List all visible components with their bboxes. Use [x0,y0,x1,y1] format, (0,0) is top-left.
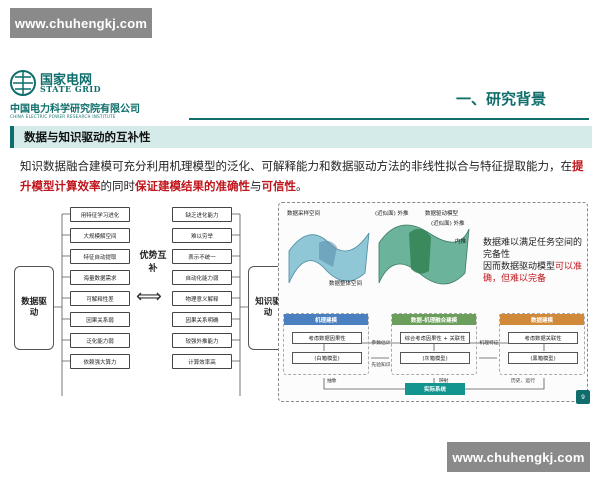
label-inner: 内推 [455,239,467,245]
logo-en: STATE GRID [40,84,102,94]
label-prior-know: 先验知识 [371,363,391,368]
label-data-sample-space: 数据采样空间 [287,211,321,217]
modeling-framework-panel: 数据采样空间 数据整体空间 (近似面) 外推 数据驱动模型 (近似面) 外推 内… [278,202,588,402]
data-driven-features: 用特征学习进化大规模解空间特征自动提取海量数据需求可解释性差因果关系弱泛化能力弱… [70,207,130,375]
watermark-bottom: www.chuhengkj.com [447,442,590,472]
knowledge-driven-features: 缺乏进化能力难以穷举表示不统一自动化能力弱物理意义解释因果关系明确较强外推能力计… [172,207,232,375]
subtitle: 数据与知识驱动的互补性 [24,130,151,144]
double-arrow-icon: ⟺ [136,286,162,307]
body-emphasis-1: 提升模型计算效率 [20,159,584,193]
watermark-top: www.chuhengkj.com [10,8,152,38]
body-text-1: 知识数据融合建模可充分利用机理模型的泛化、可解释能力和数据驱动方法的非线性拟合与… [20,159,572,173]
note-red: 可以准确，但难以完备 [483,262,583,284]
advantage-label: 优势互补 [139,251,167,274]
body-emphasis-2: 保证建模结果的准确性 [135,179,250,193]
knowledge-item: 自动化能力弱 [172,270,232,285]
data-item: 可解释性差 [70,291,130,306]
org-name-en: CHINA ELECTRIC POWER RESEARCH INSTITUTE [10,114,116,119]
body-paragraph: 知识数据融合建模可充分利用机理模型的泛化、可解释能力和数据驱动方法的非线性拟合与… [20,156,586,196]
label-data-driven-model: 数据驱动模型 [425,211,459,217]
knowledge-item: 难以穷举 [172,228,232,243]
knowledge-item: 缺乏进化能力 [172,207,232,222]
mech-modeling-title: 机理建模 [284,314,368,325]
label-param-est: 参数估计 [371,341,391,346]
label-approx-surface: (近似面) 外推 [375,211,409,217]
surface-illustrations [288,224,545,390]
data-item: 依赖强大算力 [70,354,130,369]
knowledge-item: 较强外推能力 [172,333,232,348]
data-modeling-input: 考虑数据关联性 [508,332,578,344]
data-modeling-output: (黑箱模型) [508,352,578,364]
fusion-modeling-title: 数据-机理融合建模 [392,314,476,325]
body-text-4: 。 [296,179,308,193]
data-item: 大规模解空间 [70,228,130,243]
data-item: 海量数据需求 [70,270,130,285]
data-driven-label: 数据驱动 [14,266,54,350]
body-text-3: 与 [250,179,262,193]
knowledge-item: 因果关系明确 [172,312,232,327]
fusion-modeling-input: 综合考虑因果性 + 关联性 [400,332,470,344]
body-text-2: 的同时 [100,179,136,193]
knowledge-item: 物理意义解释 [172,291,232,306]
completeness-note: 数据难以满足任务空间的完备性 因而数据驱动模型可以准确，但难以完备 [483,237,583,285]
label-data-overall-space: 数据整体空间 [329,281,363,287]
org-name-cn: 中国电力科学研究院有限公司 [10,104,140,115]
fusion-modeling-output: (灰箱模型) [400,352,470,364]
state-grid-logo-icon [10,70,36,96]
left-connectors [54,213,248,396]
fusion-modeling-box: 数据-机理融合建模 综合考虑因果性 + 关联性 (灰箱模型) [391,313,477,375]
logo-cn: 国家电网 [40,73,93,88]
mech-modeling-output: (白箱模型) [292,352,362,364]
mech-modeling-input: 考虑数据因果性 [292,332,362,344]
note-line-2: 因而数据驱动模型 [483,262,556,272]
knowledge-item: 计算效率高 [172,354,232,369]
label-abstract: 抽象 [327,379,337,384]
label-history: 历史、运行 [511,379,535,384]
label-mech-data: 机理特征 [479,341,499,346]
data-item: 泛化能力弱 [70,333,130,348]
knowledge-item: 表示不统一 [172,249,232,264]
data-modeling-title: 数据建模 [500,314,584,325]
diagram-area: 数据驱动 知识驱动 用特征学习进化大规模解空间特征自动提取海量数据需求可解释性差… [4,202,596,412]
label-approx-surface-2: (近似面) 外推 [431,221,465,227]
mech-modeling-box: 机理建模 考虑数据因果性 (白箱模型) [283,313,369,375]
page-number: 9 [576,390,590,404]
header-divider [189,118,589,120]
subtitle-bar: 数据与知识驱动的互补性 [10,126,592,148]
section-title: 一、研究背景 [456,90,547,108]
data-item: 特征自动提取 [70,249,130,264]
data-modeling-box: 数据建模 考虑数据关联性 (黑箱模型) [499,313,585,375]
real-system-box: 实际系统 [405,383,465,395]
data-item: 用特征学习进化 [70,207,130,222]
data-item: 因果关系弱 [70,312,130,327]
body-emphasis-3: 可信性 [261,179,297,193]
slide: 国家电网 STATE GRID 中国电力科学研究院有限公司 CHINA ELEC… [4,60,596,412]
note-line-1: 数据难以满足任务空间的完备性 [483,238,583,260]
label-mapping: 映射 [439,379,449,384]
